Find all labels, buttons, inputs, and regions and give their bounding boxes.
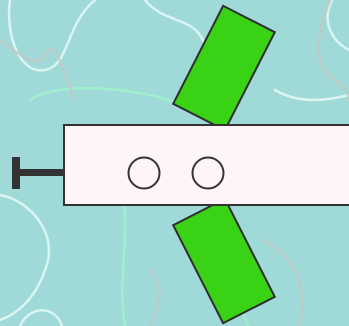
rudder-shaft — [16, 169, 64, 176]
rudder-blade — [12, 157, 20, 189]
boat-hull — [64, 125, 349, 205]
